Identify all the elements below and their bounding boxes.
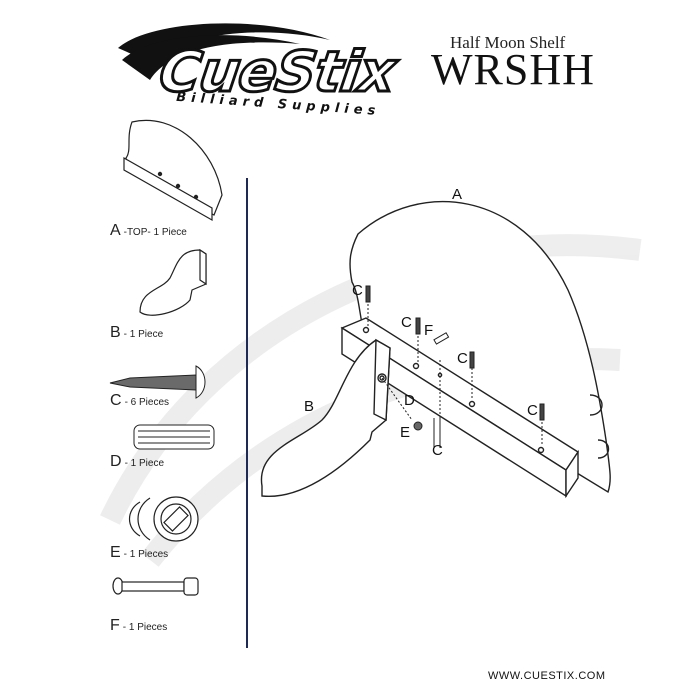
part-f-bolt (112, 577, 199, 596)
part-description: -TOP- 1 Piece (123, 227, 187, 238)
part-description: - 1 Piece (124, 458, 165, 469)
callout-c: C (457, 350, 468, 367)
callout-b: B (304, 398, 315, 415)
callout-a: A (452, 186, 463, 203)
part-b-drawing (139, 248, 207, 316)
part-list-item-d: D- 1 Piece (110, 453, 164, 471)
part-letter: C (110, 392, 122, 409)
product-name: Half Moon Shelf (450, 33, 566, 52)
callout-e: E (400, 424, 411, 441)
assembly-top-a (349, 200, 611, 494)
part-list-item-c: C- 6 Pieces (110, 392, 169, 410)
website-url: WWW.CUESTIX.COM (488, 670, 606, 682)
part-list-item-e: E- 1 Pieces (110, 544, 168, 562)
part-list-item-f: F- 1 Pieces (110, 617, 167, 635)
part-description: - 6 Pieces (124, 397, 170, 408)
callout-f: F (424, 322, 434, 339)
assembly-screws (365, 285, 545, 448)
part-list-item-b: B- 1 Piece (110, 324, 163, 342)
part-description: - 1 Pieces (123, 549, 169, 560)
callout-c: C (401, 314, 412, 331)
logo-swoosh (118, 23, 330, 80)
part-letter: D (110, 453, 122, 470)
part-c-screw (109, 365, 206, 399)
assembly-bracket-b (260, 338, 391, 498)
part-a-drawing (123, 119, 223, 222)
part-description: - 1 Pieces (122, 622, 168, 633)
part-e-camlock (128, 496, 199, 542)
part-letter: F (110, 617, 120, 634)
part-description: - 1 Piece (123, 329, 164, 340)
callout-c: C (527, 402, 538, 419)
callout-c: C (432, 442, 443, 459)
part-d-dowel (133, 424, 215, 450)
assembly-rail (340, 317, 579, 499)
part-letter: B (110, 324, 121, 341)
part-letter: A (110, 222, 121, 239)
product-code: WRSHH (431, 45, 595, 94)
column-divider (246, 178, 248, 648)
part-letter: E (110, 544, 121, 561)
part-list-item-a: A-TOP- 1 Piece (110, 222, 187, 240)
callout-c: C (352, 282, 363, 299)
callout-d: D (404, 392, 415, 409)
